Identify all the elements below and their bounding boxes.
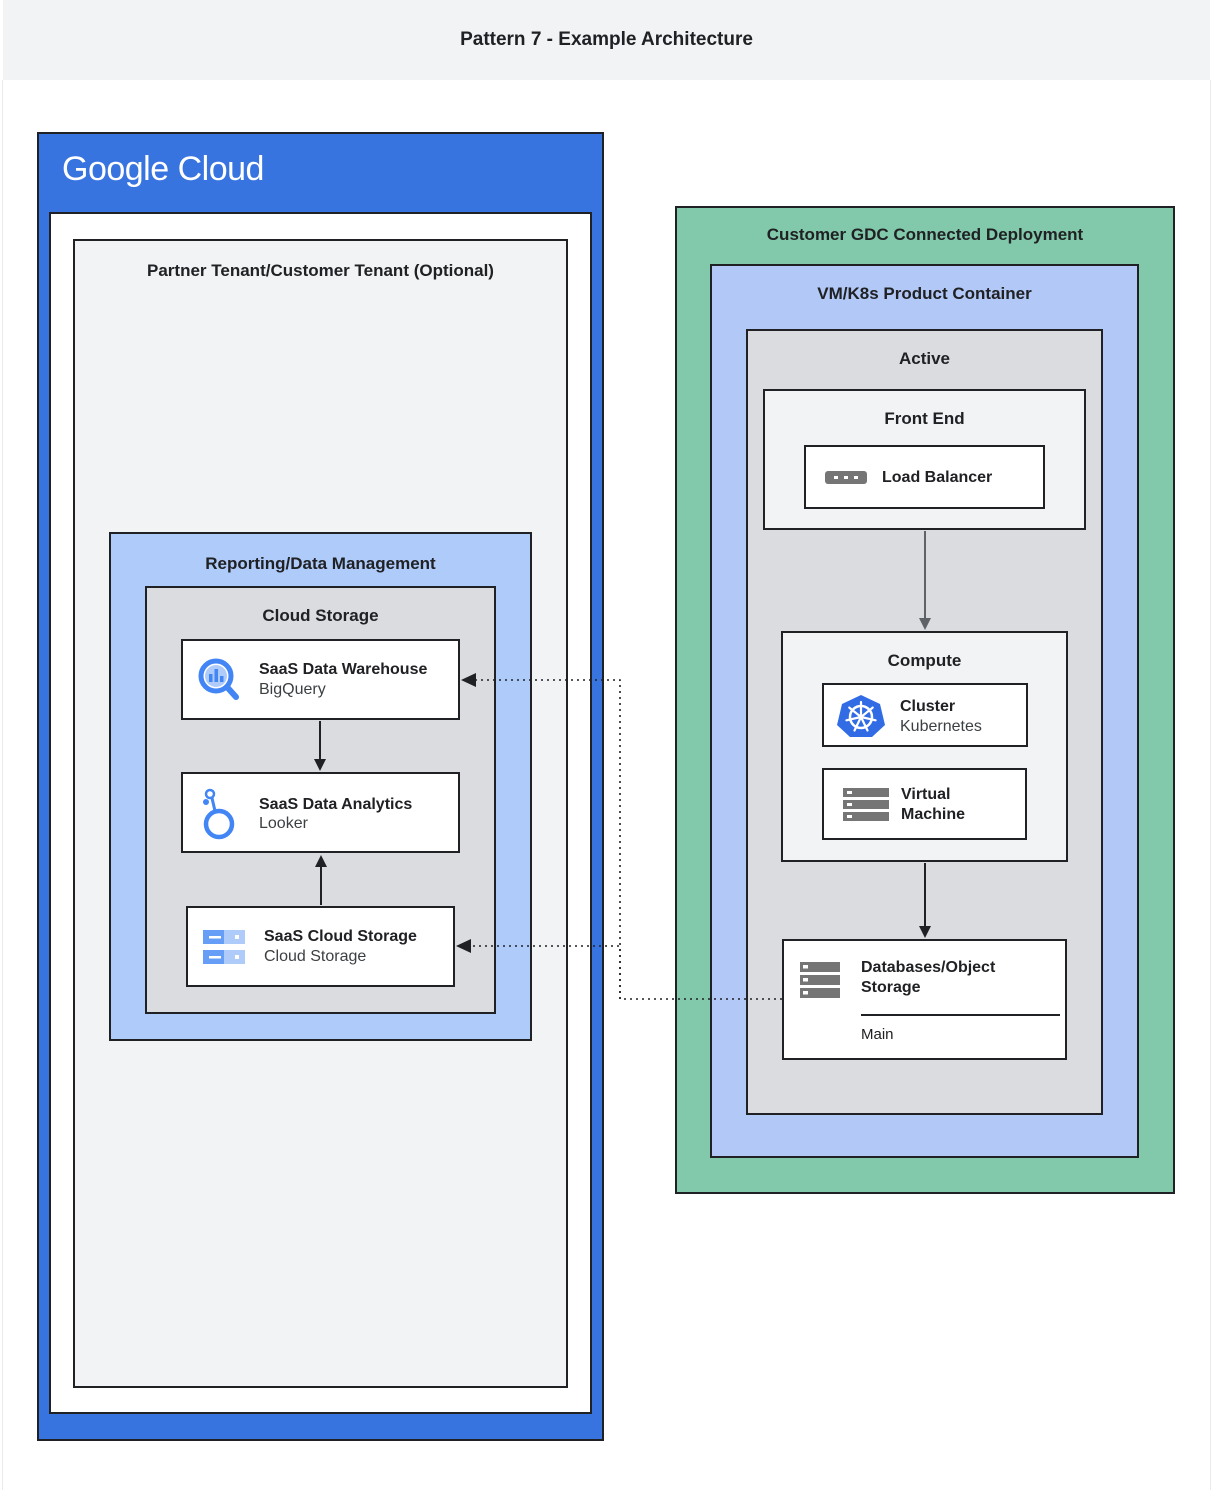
header-bar: Pattern 7 - Example Architecture (3, 0, 1210, 80)
analytics-subtitle: Looker (259, 815, 308, 832)
virtual-machine-icon (843, 788, 889, 827)
product-container-label: VM/K8s Product Container (817, 284, 1032, 303)
saas-cloud-storage-card[interactable]: SaaS Cloud Storage Cloud Storage (186, 906, 455, 987)
arrowhead-warehouse-to-analytics (314, 759, 326, 771)
virtual-machine-card[interactable]: Virtual Machine (822, 768, 1027, 840)
storage-subtitle: Cloud Storage (264, 948, 367, 965)
vm-title-line2: Machine (901, 806, 966, 823)
cloud-storage-label: Cloud Storage (262, 606, 379, 625)
storage-title: SaaS Cloud Storage (264, 928, 417, 945)
tenant-label: Partner Tenant/Customer Tenant (Optional… (147, 261, 494, 280)
cloud-storage-icon (203, 928, 247, 973)
analytics-title: SaaS Data Analytics (259, 796, 413, 813)
looker-icon (201, 788, 239, 847)
load-balancer-card[interactable]: Load Balancer (804, 445, 1045, 509)
arrowhead-compute-to-db (919, 926, 931, 938)
warehouse-title: SaaS Data Warehouse (259, 661, 428, 678)
arrowhead-frontend-to-compute (919, 618, 931, 630)
arrowhead-to-warehouse (461, 673, 476, 687)
google-cloud-logo: Google Cloud (62, 150, 264, 188)
dotted-db-to-warehouse (475, 679, 782, 1000)
db-title-line1: Databases/Object (861, 959, 996, 976)
databases-card[interactable]: Databases/Object Storage Main (782, 939, 1067, 1060)
arrowhead-storage-to-analytics (315, 855, 327, 867)
dotted-db-to-storage (470, 945, 621, 999)
reporting-label: Reporting/Data Management (205, 554, 436, 573)
db-title-line2: Storage (861, 979, 921, 996)
database-icon (800, 962, 842, 1005)
kubernetes-icon (836, 694, 886, 743)
cluster-title: Cluster (900, 698, 956, 715)
customer-deployment-label: Customer GDC Connected Deployment (766, 225, 1084, 244)
saas-data-analytics-card[interactable]: SaaS Data Analytics Looker (181, 772, 460, 853)
cluster-subtitle: Kubernetes (900, 718, 982, 735)
db-subtitle: Main (861, 1026, 894, 1043)
vm-title-line1: Virtual (901, 786, 951, 803)
page-title: Pattern 7 - Example Architecture (460, 29, 753, 50)
db-divider (861, 1014, 1060, 1016)
bigquery-icon (197, 656, 241, 711)
front-end-label: Front End (884, 409, 965, 428)
load-balancer-icon (825, 471, 867, 490)
canvas-frame (2, 80, 1211, 1490)
warehouse-subtitle: BigQuery (259, 681, 326, 698)
cluster-card[interactable]: Cluster Kubernetes (822, 683, 1028, 747)
load-balancer-title: Load Balancer (882, 469, 993, 486)
active-label: Active (898, 349, 951, 368)
compute-label: Compute (887, 651, 962, 670)
saas-data-warehouse-card[interactable]: SaaS Data Warehouse BigQuery (181, 639, 460, 720)
arrowhead-to-storage (456, 939, 471, 953)
